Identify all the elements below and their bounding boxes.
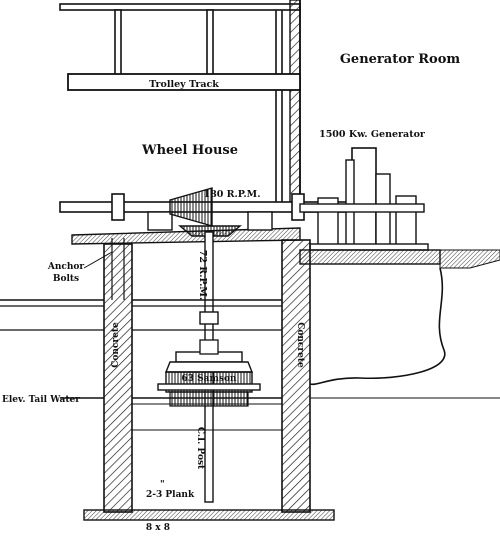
bank-edge [309, 267, 446, 386]
post-label: C.I. Post [195, 427, 205, 470]
bearing-right [247, 211, 273, 231]
rpm-180-label: 180 R.P.M. [203, 189, 260, 200]
generator-frame-left [345, 159, 355, 247]
generator-floor [299, 249, 441, 265]
anchor-label: Anchor [47, 262, 85, 272]
upper-frame [59, 0, 301, 211]
generator-shaft [299, 203, 425, 213]
runner-flange [157, 383, 261, 391]
column-left [114, 9, 122, 81]
wall-hatch-upper [289, 0, 301, 211]
shaft-coupling [199, 311, 219, 325]
runner-crown [164, 361, 254, 373]
generator-body [351, 147, 377, 247]
bearing-left [147, 211, 173, 231]
coupling-left [111, 193, 125, 221]
wheel-house-label: Wheel House [141, 143, 238, 158]
rpm-72-label: 72 R.P.M. [197, 250, 208, 300]
generator-unit [299, 147, 429, 251]
left-concrete-wall [103, 243, 133, 513]
top-beam [59, 3, 301, 11]
turbine-label: 63 Samson [181, 374, 237, 384]
wheel-pit [0, 238, 500, 521]
ground-right [299, 249, 500, 386]
bolts-label: Bolts [53, 274, 79, 284]
generator-label: 1500 Kw. Generator [319, 129, 426, 140]
timber-label: 8 x 8 [146, 523, 170, 532]
plank-mark: " [160, 480, 165, 490]
right-concrete-wall [281, 239, 311, 513]
bevel-gear-vertical [178, 225, 242, 237]
trolley-track-beam [67, 73, 301, 91]
runner-buckets [169, 391, 249, 407]
plank-label: 2-3 Plank [146, 490, 195, 500]
turbine-runner [157, 339, 261, 407]
concrete-right-label: Concrete [295, 322, 305, 368]
earth-bank [439, 249, 500, 269]
tail-water-label: Elev. Tail Water [2, 395, 80, 405]
column-mid [206, 9, 214, 81]
pit-floor [83, 509, 335, 521]
generator-base [309, 243, 429, 251]
generator-room-label: Generator Room [340, 52, 461, 67]
concrete-left-label: Concrete [111, 322, 121, 368]
trolley-track-label: Trolley Track [149, 79, 219, 90]
runner-hub [199, 339, 219, 355]
anchor-leader [83, 251, 113, 269]
